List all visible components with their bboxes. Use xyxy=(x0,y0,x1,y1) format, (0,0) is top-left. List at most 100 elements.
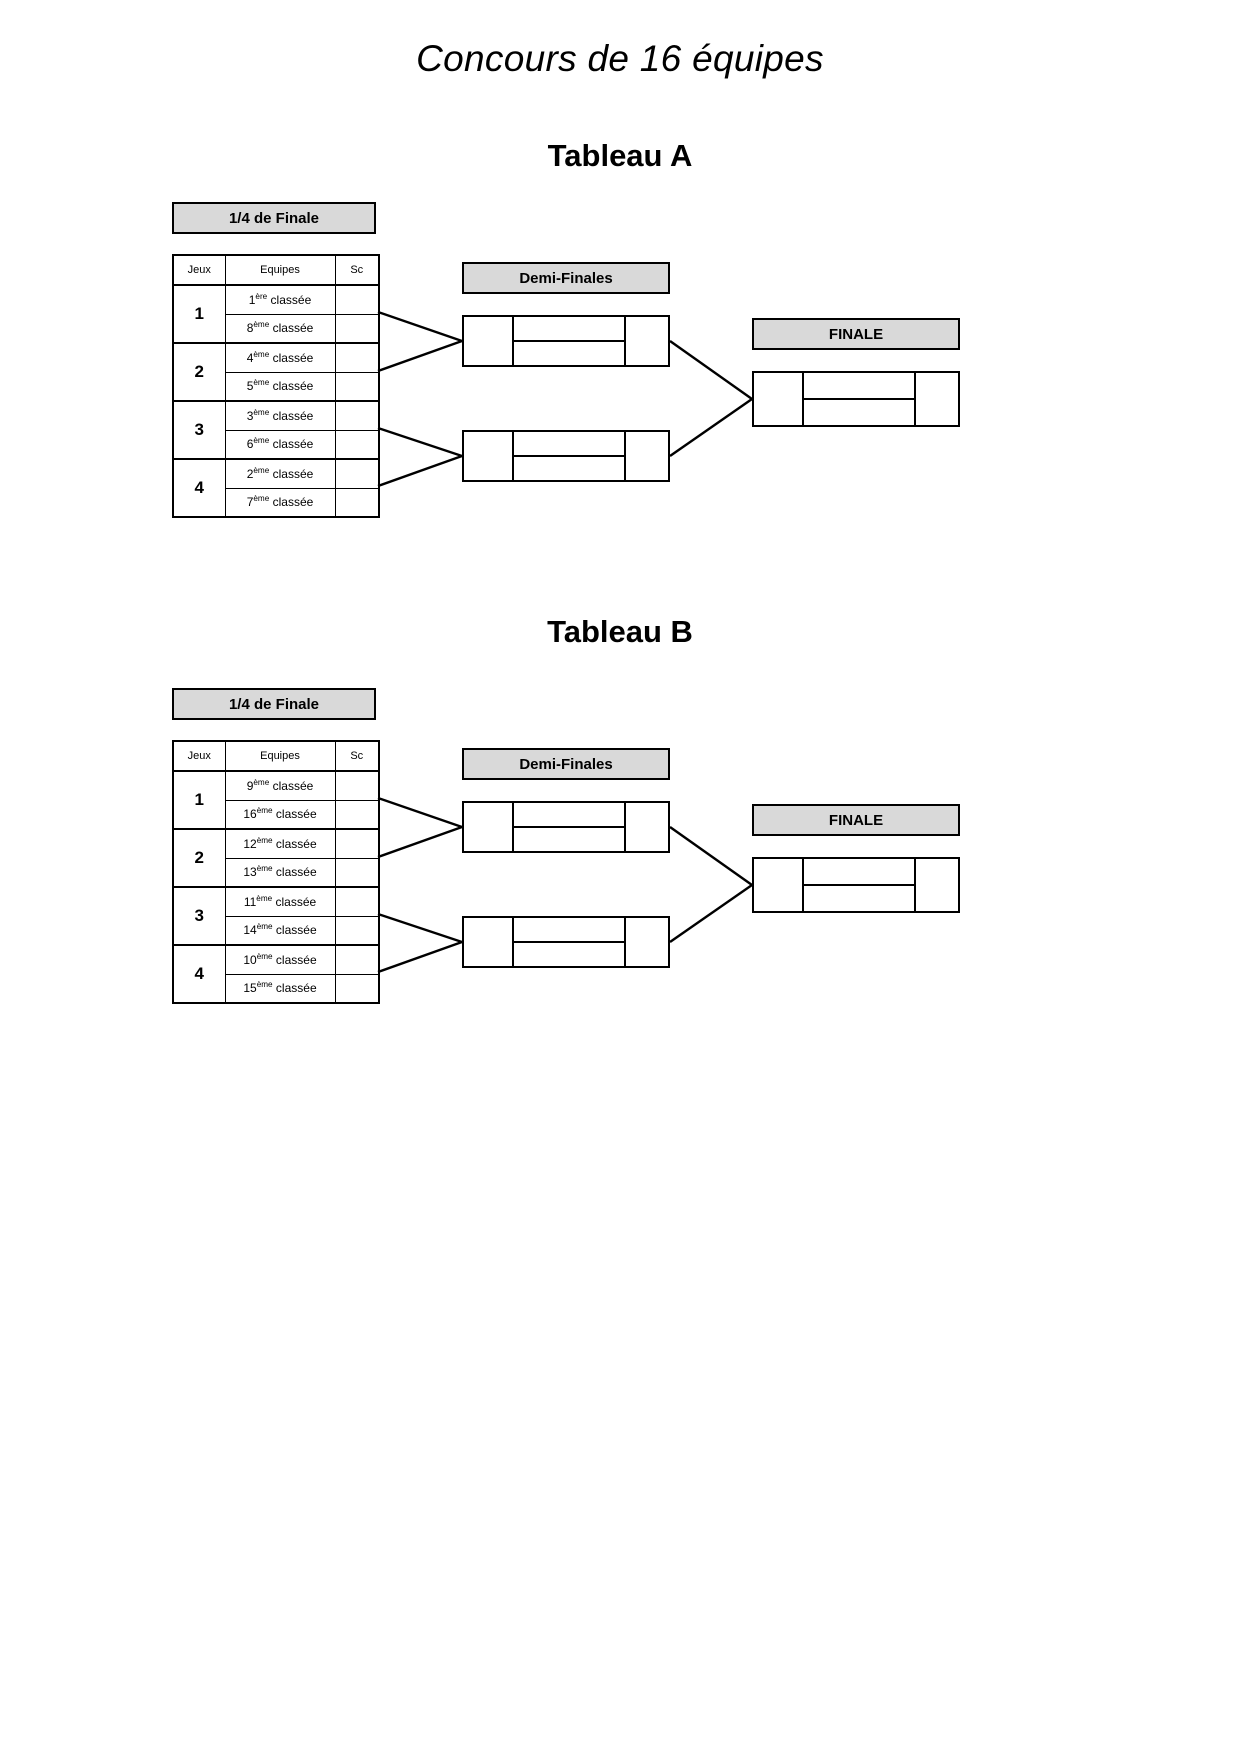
tableau-b-semi-final-box-2[interactable] xyxy=(462,916,670,968)
score-bottom-cell[interactable] xyxy=(334,915,380,946)
game-number-cell: 2 xyxy=(172,342,226,402)
team-rank-suffix: ème xyxy=(253,465,270,475)
team-rank: 16ème classée xyxy=(243,806,317,822)
table-row: 6ème classée xyxy=(173,429,380,460)
team-rank: 13ème classée xyxy=(243,864,317,880)
team-rank-suffix: ème xyxy=(256,893,273,903)
team-rank-suffix: ème xyxy=(256,980,273,990)
header-sc: Sc xyxy=(334,254,380,286)
table-row: 14ème classée xyxy=(173,915,380,946)
team-rank: 5ème classée xyxy=(246,378,314,394)
semi-final-game-cell[interactable] xyxy=(464,317,514,365)
final-score-cell[interactable] xyxy=(914,373,958,425)
quarter-final-label: 1/4 de Finale xyxy=(228,695,320,713)
table-row: 2 4ème classée xyxy=(172,342,380,402)
tableau-a-semi-final-box-1[interactable] xyxy=(462,315,670,367)
score-top-cell[interactable] xyxy=(334,400,380,431)
team-top-cell: 4ème classée xyxy=(224,342,336,373)
game-number-cell: 1 xyxy=(172,284,226,344)
semi-final-game-cell[interactable] xyxy=(464,432,514,480)
semi-final-score-cell[interactable] xyxy=(624,918,668,966)
page-title: Concours de 16 équipes xyxy=(416,38,824,79)
semi-final-teams-cell xyxy=(514,918,624,966)
final-team-top[interactable] xyxy=(804,859,914,886)
score-bottom-cell[interactable] xyxy=(334,371,380,402)
semi-final-score-cell[interactable] xyxy=(624,432,668,480)
score-bottom-cell[interactable] xyxy=(334,487,380,518)
semi-final-team-top[interactable] xyxy=(514,803,624,828)
semi-final-team-top[interactable] xyxy=(514,918,624,943)
team-rank: 3ème classée xyxy=(246,407,314,423)
team-rank: 10ème classée xyxy=(243,951,317,967)
semi-final-team-top[interactable] xyxy=(514,317,624,342)
team-rank: 11ème classée xyxy=(243,893,317,909)
tableau-a-final-box[interactable] xyxy=(752,371,960,427)
score-top-cell[interactable] xyxy=(334,886,380,917)
team-rank-suffix: ème xyxy=(253,494,270,504)
final-label: FINALE xyxy=(828,811,884,829)
team-top-cell: 3ème classée xyxy=(224,400,336,431)
team-rank-suffix: ème xyxy=(256,864,273,874)
final-score-cell[interactable] xyxy=(914,859,958,911)
table-row: 8ème classée xyxy=(173,313,380,344)
semi-final-game-cell[interactable] xyxy=(464,918,514,966)
tableau-b-semi-final-box-1[interactable] xyxy=(462,801,670,853)
final-game-cell[interactable] xyxy=(754,373,804,425)
final-teams-cell xyxy=(804,859,914,911)
team-top-cell: 1ère classée xyxy=(224,284,336,315)
semi-final-teams-cell xyxy=(514,432,624,480)
team-rank-suffix: ème xyxy=(253,407,270,417)
team-rank-suffix: ème xyxy=(256,922,273,932)
semi-final-team-top[interactable] xyxy=(514,432,624,457)
tableau-a-final-banner: FINALE xyxy=(752,318,960,350)
semi-final-teams-cell xyxy=(514,317,624,365)
game-number-cell: 4 xyxy=(172,458,226,518)
team-bottom-cell: 5ème classée xyxy=(224,371,336,402)
team-rank: 6ème classée xyxy=(246,436,314,452)
team-rank-suffix: ème xyxy=(253,349,270,359)
tableau-b-quarter-final-banner: 1/4 de Finale xyxy=(172,688,376,720)
final-teams-cell xyxy=(804,373,914,425)
table-row: 1 1ère classée xyxy=(172,284,380,344)
team-rank: 1ère classée xyxy=(248,291,312,307)
tableau-a-title: Tableau A xyxy=(547,138,693,173)
score-bottom-cell[interactable] xyxy=(334,973,380,1004)
score-bottom-cell[interactable] xyxy=(334,429,380,460)
team-bottom-cell: 14ème classée xyxy=(224,915,336,946)
semi-final-score-cell[interactable] xyxy=(624,803,668,851)
team-rank: 15ème classée xyxy=(243,980,317,996)
team-rank-suffix: ème xyxy=(253,320,270,330)
semi-final-game-cell[interactable] xyxy=(464,803,514,851)
tableau-b-final-box[interactable] xyxy=(752,857,960,913)
score-bottom-cell[interactable] xyxy=(334,799,380,830)
final-team-top[interactable] xyxy=(804,373,914,400)
game-number-cell: 2 xyxy=(172,828,226,888)
tableau-a-semi-final-box-2[interactable] xyxy=(462,430,670,482)
team-rank: 4ème classée xyxy=(246,349,314,365)
score-bottom-cell[interactable] xyxy=(334,313,380,344)
table-row: 1 9ème classée xyxy=(172,770,380,830)
score-top-cell[interactable] xyxy=(334,944,380,975)
team-rank-suffix: ère xyxy=(255,291,268,301)
table-row: 13ème classée xyxy=(173,857,380,888)
semi-final-score-cell[interactable] xyxy=(624,317,668,365)
table-row: 4 2ème classée xyxy=(172,458,380,518)
header-jeux: Jeux xyxy=(172,740,226,772)
score-bottom-cell[interactable] xyxy=(334,857,380,888)
final-game-cell[interactable] xyxy=(754,859,804,911)
game-number-cell: 1 xyxy=(172,770,226,830)
tableau-a-semi-final-banner: Demi-Finales xyxy=(462,262,670,294)
team-rank: 9ème classée xyxy=(246,777,314,793)
table-header-row: Jeux Equipes Sc xyxy=(172,254,380,286)
tableau-b-semi-final-banner: Demi-Finales xyxy=(462,748,670,780)
team-rank-suffix: ème xyxy=(253,777,270,787)
score-top-cell[interactable] xyxy=(334,770,380,801)
quarter-final-label: 1/4 de Finale xyxy=(228,209,320,227)
team-rank: 2ème classée xyxy=(246,465,314,481)
team-bottom-cell: 6ème classée xyxy=(224,429,336,460)
tableau-a-quarter-final-banner: 1/4 de Finale xyxy=(172,202,376,234)
team-rank-suffix: ème xyxy=(253,436,270,446)
